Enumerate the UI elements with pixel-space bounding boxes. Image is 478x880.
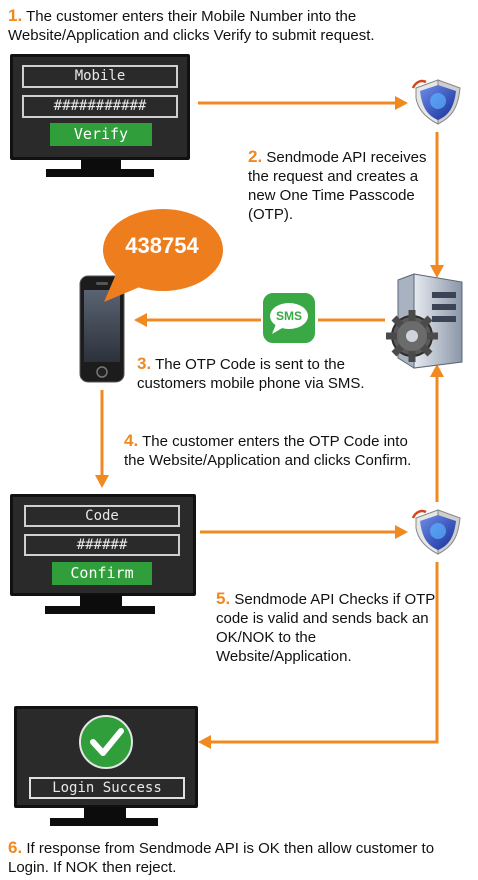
monitor-2-stand-base [45,606,155,614]
step-6-number: 6. [8,838,23,857]
arrowhead-down-monitor2 [95,475,109,488]
mobile-number-input[interactable]: ########### [22,95,178,118]
step-4-number: 4. [124,431,139,450]
monitor-2-stand-neck [80,595,122,606]
arrowhead-up-server [430,364,444,377]
step-6-text: 6. If response from Sendmode API is OK t… [8,838,448,877]
monitor-login-success: Login Success [14,706,198,808]
verify-button[interactable]: Verify [50,123,152,146]
step-1-description: The customer enters their Mobile Number … [8,8,375,44]
step-5-text: 5. Sendmode API Checks if OTP code is va… [216,589,436,666]
step-2-description: Sendmode API receives the request and cr… [248,149,427,223]
step-1-text: 1. The customer enters their Mobile Numb… [8,6,448,45]
monitor-1-stand-neck [81,159,121,169]
mobile-phone-icon [79,275,125,383]
step-6-description: If response from Sendmode API is OK then… [8,840,435,876]
monitor-1-stand-base [46,169,154,177]
step-5-description: Sendmode API Checks if OTP code is valid… [216,591,436,665]
shield-icon [411,509,461,555]
step-3-description: The OTP Code is sent to the customers mo… [137,356,365,392]
monitor-3-stand-base [50,818,158,826]
code-label-field: Code [24,505,180,527]
arrowhead-right-2 [395,525,408,539]
confirm-button[interactable]: Confirm [52,562,152,585]
step-4-description: The customer enters the OTP Code into th… [124,433,412,469]
step-2-text: 2. Sendmode API receives the request and… [248,147,438,224]
step-4-text: 4. The customer enters the OTP Code into… [124,431,424,470]
code-input[interactable]: ###### [24,534,180,556]
otp-code-bubble-text: 438754 [125,233,199,258]
mobile-label-field: Mobile [22,65,178,88]
step-5-number: 5. [216,589,231,608]
monitor-3-stand-neck [84,807,126,818]
step-3-number: 3. [137,354,152,373]
arrowhead-left-monitor3 [198,735,211,749]
arrowhead-down-server [430,265,444,278]
sms-icon-label: SMS [275,309,302,323]
login-success-label: Login Success [29,777,185,799]
step-1-number: 1. [8,6,23,25]
shield-icon [411,79,461,125]
monitor-code-entry: Code ###### Confirm [10,494,196,596]
step-3-text: 3. The OTP Code is sent to the customers… [137,354,417,393]
arrowhead-right-1 [395,96,408,110]
arrowhead-left-phone [134,313,147,327]
monitor-mobile-entry: Mobile ########### Verify [10,54,190,160]
step-2-number: 2. [248,147,263,166]
